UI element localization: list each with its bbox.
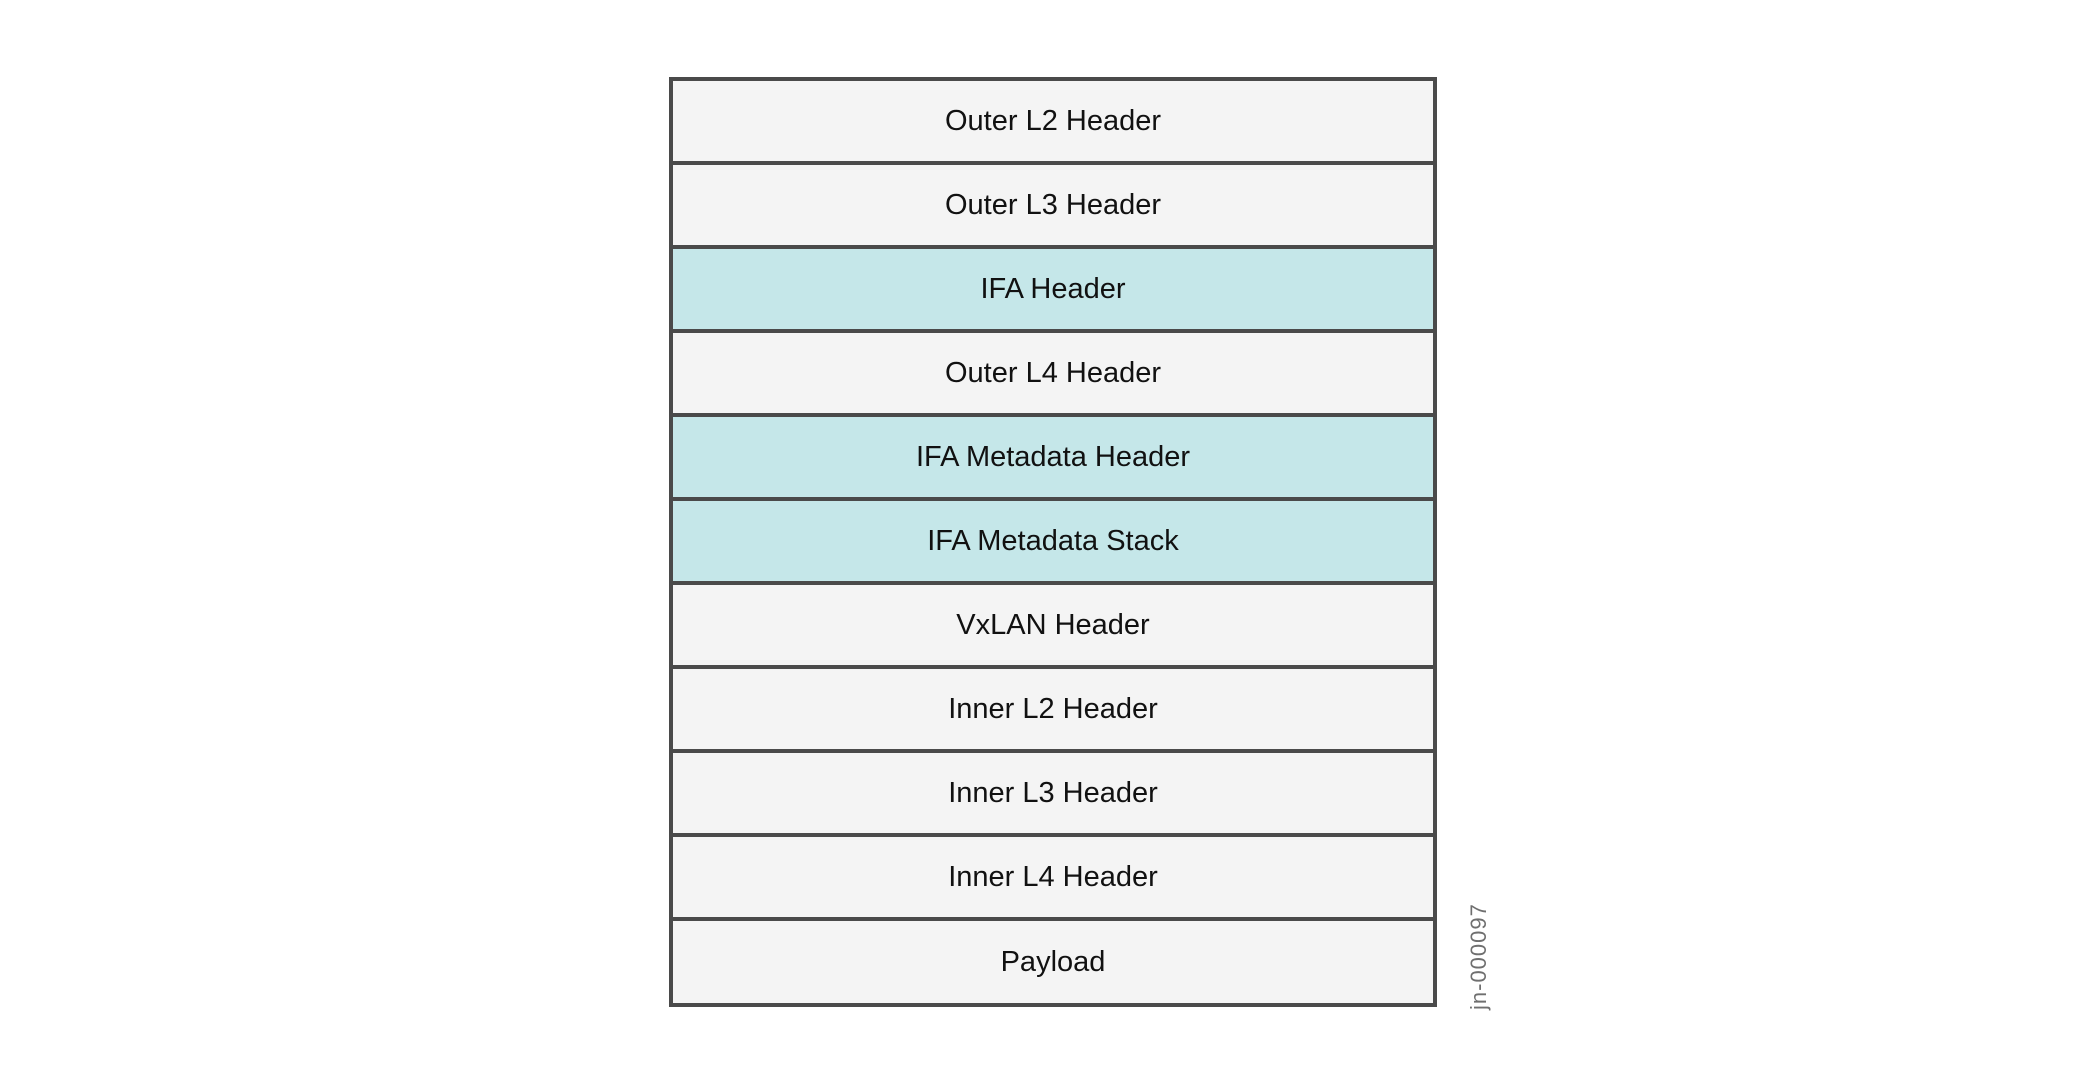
packet-header-stack: Outer L2 Header Outer L3 Header IFA Head… <box>669 77 1437 1007</box>
layer-outer-l3-header: Outer L3 Header <box>673 165 1433 249</box>
layer-inner-l2-header: Inner L2 Header <box>673 669 1433 753</box>
layer-inner-l4-header: Inner L4 Header <box>673 837 1433 921</box>
layer-ifa-metadata-header: IFA Metadata Header <box>673 417 1433 501</box>
figure-id-label: jn-000097 <box>1466 903 1491 1010</box>
layer-ifa-header: IFA Header <box>673 249 1433 333</box>
layer-payload: Payload <box>673 921 1433 1003</box>
layer-inner-l3-header: Inner L3 Header <box>673 753 1433 837</box>
layer-outer-l4-header: Outer L4 Header <box>673 333 1433 417</box>
layer-vxlan-header: VxLAN Header <box>673 585 1433 669</box>
layer-outer-l2-header: Outer L2 Header <box>673 81 1433 165</box>
layer-ifa-metadata-stack: IFA Metadata Stack <box>673 501 1433 585</box>
